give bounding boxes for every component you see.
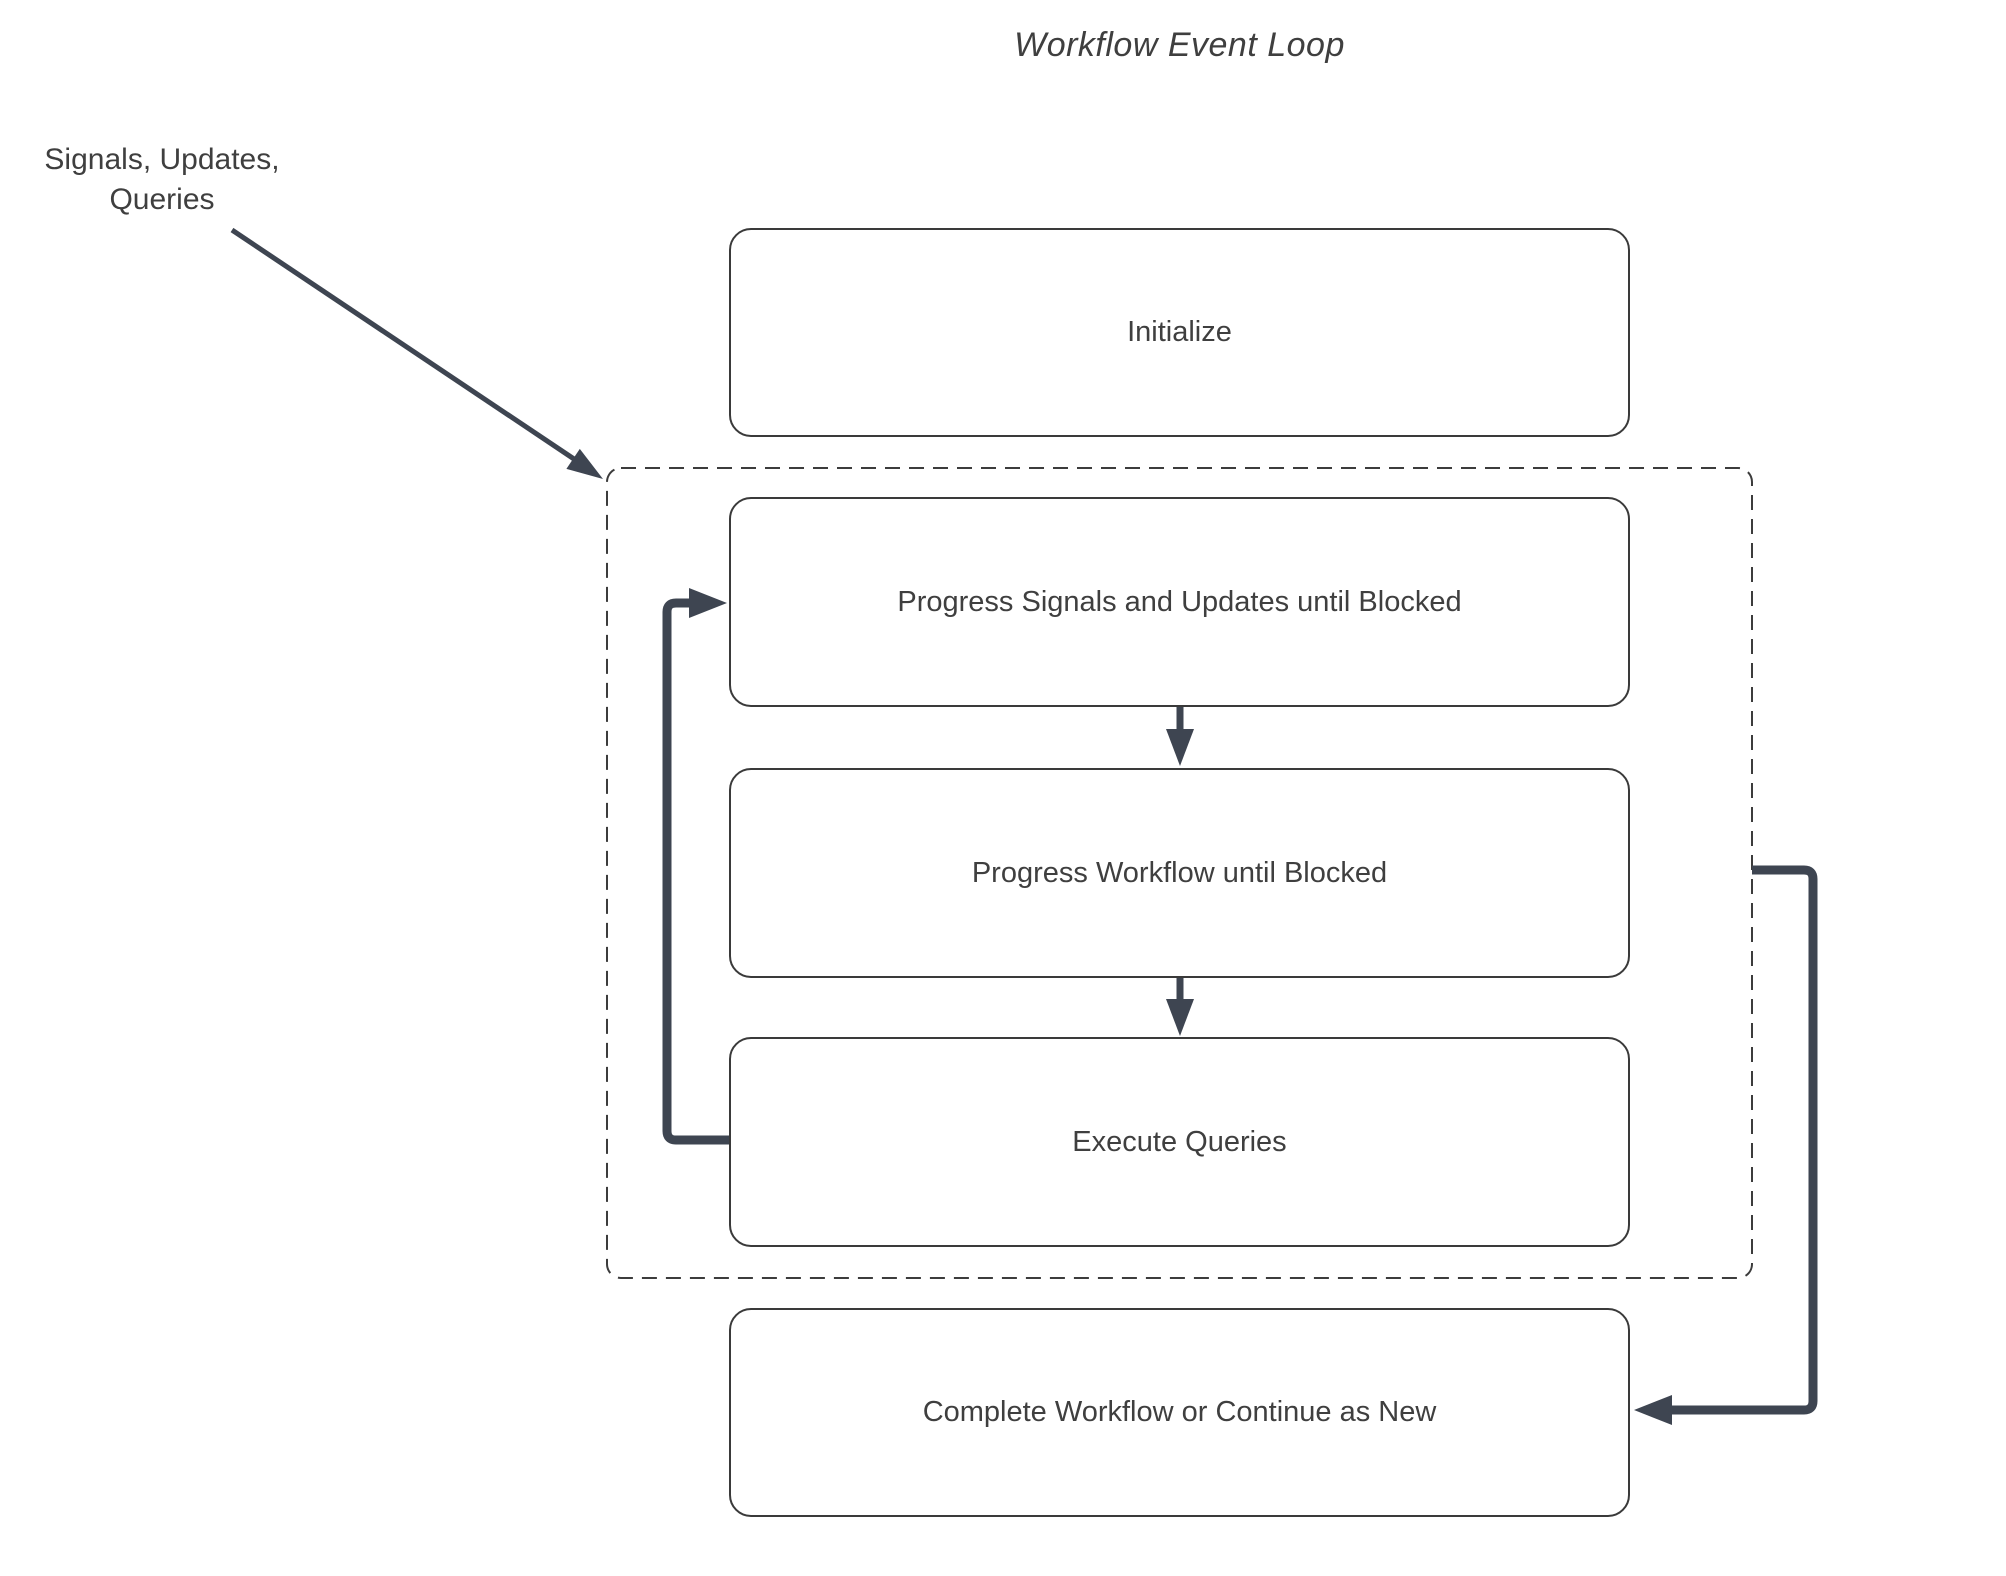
node-progress-signals-label: Progress Signals and Updates until Block… [897,585,1462,618]
down-arrow-workflow-to-queries-icon [1166,977,1194,1036]
node-complete: Complete Workflow or Continue as New [729,1308,1630,1517]
exit-arrow-icon [1634,865,1818,1425]
external-input-arrow-icon [230,227,603,479]
node-progress-workflow: Progress Workflow until Blocked [729,768,1630,978]
diagram-title: Workflow Event Loop [1014,26,1345,64]
node-execute-queries-label: Execute Queries [1072,1125,1287,1158]
node-initialize-label: Initialize [1127,316,1232,348]
node-progress-workflow-label: Progress Workflow until Blocked [971,856,1388,889]
loop-back-arrow-icon [662,588,729,1145]
down-arrow-signals-to-workflow-icon [1166,706,1194,766]
node-progress-signals: Progress Signals and Updates until Block… [729,497,1630,707]
external-input-label: Signals, Updates, Queries [44,143,280,216]
node-initialize: Initialize [729,228,1630,437]
node-complete-label: Complete Workflow or Continue as New [922,1396,1437,1428]
node-execute-queries: Execute Queries [729,1037,1630,1247]
